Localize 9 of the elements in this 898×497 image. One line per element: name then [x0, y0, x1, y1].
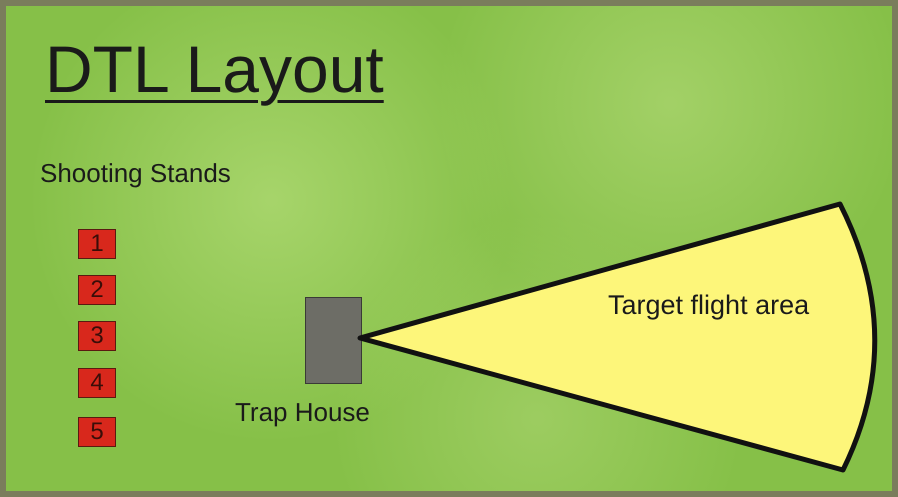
stand-box: 3 — [78, 321, 116, 351]
stand-box: 1 — [78, 229, 116, 259]
section-label: Shooting Stands — [40, 160, 231, 186]
stand-box: 5 — [78, 417, 116, 447]
stand-box: 4 — [78, 368, 116, 398]
trap-house-box — [305, 297, 362, 384]
stand-box: 2 — [78, 275, 116, 305]
section-label: Trap House — [235, 399, 370, 425]
area-label: Target flight area — [608, 292, 810, 319]
